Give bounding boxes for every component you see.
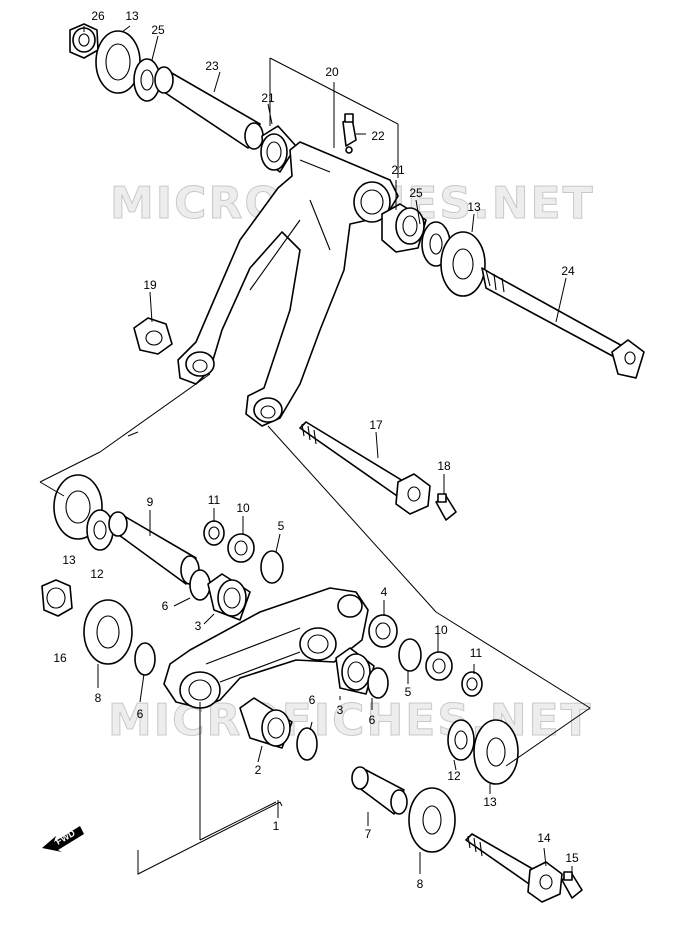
part-10-seal-right [425,651,453,681]
part-11-spacer-right [461,671,483,697]
part-20-cushion-lever [177,141,399,427]
callout-3-a: 3 [195,619,202,633]
callout-5-right: 5 [405,685,412,699]
part-15-grease-nipple [561,871,583,899]
callout-3-b: 3 [337,703,344,717]
callout-6-a: 6 [162,599,169,613]
callout-6-b: 6 [137,707,144,721]
part-4-spacer [368,614,398,648]
part-12-washer-right [447,719,475,761]
part-18-grease-nipple [435,493,457,521]
callout-6-d: 6 [369,713,376,727]
callout-15: 15 [565,851,579,865]
part-22-grease-nipple [342,113,357,154]
callout-5-left: 5 [278,519,285,533]
callout-4: 4 [381,585,388,599]
callout-14: 14 [537,831,551,845]
callout-1: 1 [273,819,280,833]
part-6-circlip-d [296,727,318,761]
callout-17: 17 [369,418,383,432]
part-13-washer-right-lower [473,719,519,785]
part-7-sleeve [351,766,408,815]
callout-7: 7 [365,827,372,841]
callout-20: 20 [325,65,339,79]
part-1-connecting-rod [163,587,369,709]
part-9-sleeve [108,511,200,585]
part-16-nut [41,579,73,617]
part-12-washer-left [86,509,114,551]
part-13-washer-right [440,231,486,297]
part-5-circlip-right [398,638,422,672]
callout-13-left: 13 [62,553,76,567]
callout-10-left: 10 [236,501,250,515]
callout-25-top: 25 [151,23,165,37]
part-19-nut [133,317,173,355]
part-5-circlip-left [260,550,284,584]
part-14-bolt [465,833,563,903]
callout-6-c: 6 [309,693,316,707]
callout-21-left: 21 [261,91,275,105]
callout-10-right: 10 [434,623,448,637]
callout-21-right: 21 [391,163,405,177]
callout-16: 16 [53,651,67,665]
callout-11-left: 11 [208,493,221,507]
callout-22: 22 [371,129,385,143]
part-2-bearing [239,697,293,749]
part-3-bearing-b [335,647,375,695]
part-11-spacer-left [203,520,225,546]
callout-2: 2 [255,763,262,777]
callout-9: 9 [147,495,154,509]
part-8-washer-left [83,599,133,665]
callout-8-left: 8 [95,691,102,705]
part-24-bolt [481,267,645,379]
callout-13-right: 13 [467,200,481,214]
callout-12-left: 12 [90,567,104,581]
callout-26: 26 [91,9,105,23]
callout-24: 24 [561,264,575,278]
callout-11-right: 11 [470,646,483,660]
part-17-bolt [299,421,431,515]
fwd-arrow-icon: FWD [42,826,84,852]
part-21-bearing-right [381,203,427,253]
callout-12-right: 12 [447,769,461,783]
callout-labels: 26 13 25 23 20 21 22 21 25 13 24 19 17 1… [53,9,579,891]
part-3-bearing-a [207,573,251,621]
part-21-bearing-left [260,125,297,173]
callout-13-top: 13 [125,9,139,23]
part-6-circlip-c [134,642,156,676]
part-23-sleeve [154,66,264,150]
callout-8-right: 8 [417,877,424,891]
leader-lines [39,25,591,875]
part-6-circlip-b [367,667,389,699]
callout-19: 19 [143,278,157,292]
part-6-circlip-a [189,569,211,601]
part-8-washer-right [408,787,456,853]
callout-13-right-lower: 13 [483,795,497,809]
part-10-seal-left [227,533,255,563]
callout-18: 18 [437,459,451,473]
callout-23: 23 [205,59,219,73]
callout-25-right: 25 [409,186,423,200]
part-26-nut [69,23,99,59]
